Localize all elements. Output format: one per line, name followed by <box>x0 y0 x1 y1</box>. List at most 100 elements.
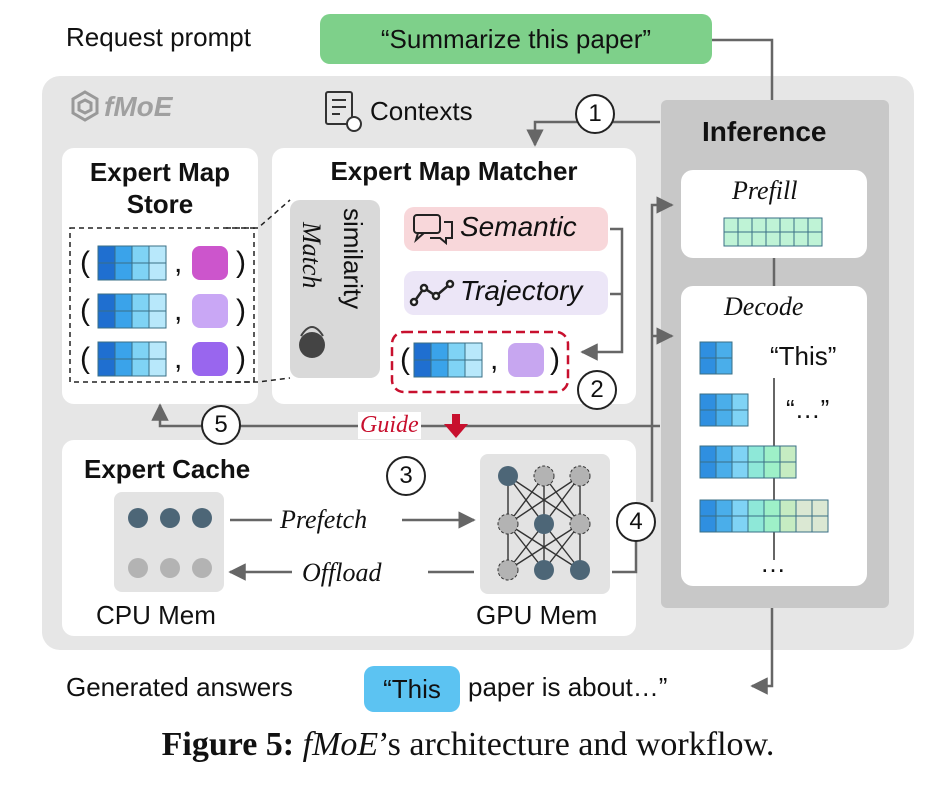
matched-expert-swatch <box>508 343 544 377</box>
guide-down-arrow-icon <box>444 414 468 438</box>
chat-icon <box>413 214 453 246</box>
grid-cell <box>715 409 733 427</box>
decode-more-ellipsis: … <box>760 548 786 578</box>
grid-cell <box>731 461 749 479</box>
grid-cell <box>97 245 116 264</box>
grid-cell <box>795 515 813 533</box>
grid-cell <box>699 461 717 479</box>
expert-map-store-title: Expert Map Store <box>89 157 231 219</box>
grid-cell <box>464 359 483 378</box>
grid-cell <box>148 358 167 377</box>
grid-cell <box>723 217 739 233</box>
cpu-mem-label: CPU Mem <box>96 600 216 630</box>
grid-cell <box>811 499 829 517</box>
grid-cell <box>765 217 781 233</box>
grid-cell <box>779 499 797 517</box>
grid-cell <box>97 293 116 312</box>
grid-cell <box>131 310 150 329</box>
grid-cell <box>737 217 753 233</box>
grid-cell <box>131 358 150 377</box>
caption-prefix: Figure 5: <box>161 726 295 763</box>
grid-cell <box>795 499 813 517</box>
grid-cell <box>779 231 795 247</box>
grid-cell <box>699 515 717 533</box>
step5-guide-arrow <box>151 403 660 428</box>
grid-cell <box>779 515 797 533</box>
inference-to-answer-arrow <box>750 608 774 695</box>
grid-cell <box>715 393 733 411</box>
request-prompt-label: Request prompt <box>66 22 251 52</box>
step-3-badge: 3 <box>386 456 426 496</box>
grid-cell <box>747 445 765 463</box>
grid-cell <box>779 217 795 233</box>
grid-cell <box>131 293 150 312</box>
grid-cell <box>699 341 717 359</box>
grid-cell <box>715 357 733 375</box>
grid-cell <box>114 310 133 329</box>
expert-map-grids <box>97 245 483 378</box>
decode-token-ellipsis-quote: “…” <box>786 394 830 424</box>
guide-label: Guide <box>358 412 421 439</box>
grid-cell <box>148 293 167 312</box>
grid-cell <box>751 231 767 247</box>
grid-cell <box>715 515 733 533</box>
grid-cell <box>747 461 765 479</box>
grid-cell <box>131 262 150 281</box>
grid-cell <box>114 358 133 377</box>
offload-label: Offload <box>302 558 382 587</box>
expert-swatch <box>192 246 228 280</box>
contexts-label: Contexts <box>370 96 473 126</box>
caption-name: fMoE <box>302 726 379 763</box>
trajectory-label: Trajectory <box>460 275 583 306</box>
generated-highlight-token: “This <box>364 666 460 712</box>
grid-cell <box>731 393 749 411</box>
gpu-mem-label: GPU Mem <box>476 600 598 630</box>
grid-cell <box>464 342 483 361</box>
grid-cell <box>114 245 133 264</box>
grid-cell <box>97 341 116 360</box>
step-4-badge: 4 <box>616 502 656 542</box>
grid-cell <box>731 499 749 517</box>
decode-label: Decode <box>724 292 804 321</box>
generated-answers-label: Generated answers <box>66 672 293 702</box>
grid-cell <box>131 341 150 360</box>
grid-cell <box>715 341 733 359</box>
semantic-label: Semantic <box>460 211 577 242</box>
grid-cell <box>148 262 167 281</box>
prefill-token-grid <box>723 217 823 247</box>
expert-cache-title: Expert Cache <box>84 454 251 484</box>
step-1-badge: 1 <box>575 94 615 134</box>
grid-cell <box>793 217 809 233</box>
grid-cell <box>699 409 717 427</box>
grid-cell <box>114 262 133 281</box>
grid-cell <box>737 231 753 247</box>
grid-cell <box>148 310 167 329</box>
grid-cell <box>747 515 765 533</box>
grid-cell <box>97 262 116 281</box>
grid-cell <box>413 359 432 378</box>
trajectory-icon <box>409 279 455 307</box>
expert-map-matcher-title: Expert Map Matcher <box>330 156 578 186</box>
grid-cell <box>715 461 733 479</box>
grid-cell <box>148 245 167 264</box>
request-prompt-pill: “Summarize this paper” <box>320 14 712 64</box>
grid-cell <box>97 358 116 377</box>
grid-cell <box>447 359 466 378</box>
inference-title: Inference <box>702 116 827 147</box>
grid-cell <box>763 461 781 479</box>
grid-cell <box>793 231 809 247</box>
grid-cell <box>97 310 116 329</box>
grid-cell <box>811 515 829 533</box>
grid-cell <box>723 231 739 247</box>
grid-cell <box>763 445 781 463</box>
decode-token-this: “This” <box>770 341 837 371</box>
grid-cell <box>763 515 781 533</box>
generated-rest: paper is about…” <box>468 672 668 702</box>
grid-cell <box>114 293 133 312</box>
grid-cell <box>807 231 823 247</box>
grid-cell <box>751 217 767 233</box>
grid-cell <box>779 445 797 463</box>
grid-cell <box>148 341 167 360</box>
match-basket-icon <box>299 332 325 358</box>
